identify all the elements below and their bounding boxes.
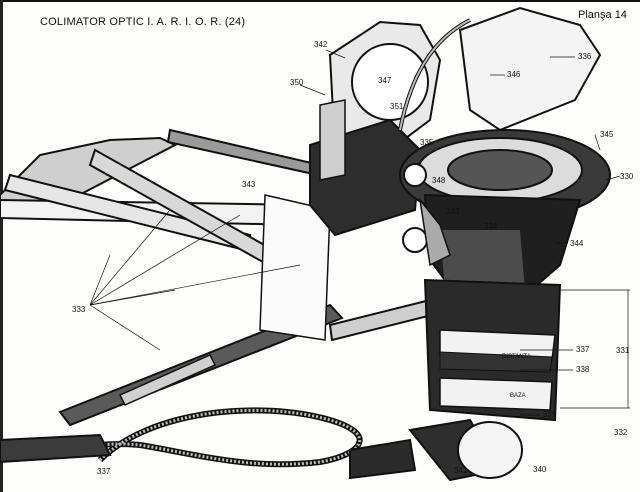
label-331: 331 — [616, 346, 630, 355]
label-335: 335 — [420, 138, 434, 147]
label-ticks — [299, 49, 630, 416]
plate-number: Planşa 14 — [578, 9, 627, 21]
frame-bars — [0, 128, 434, 427]
label-343-left: 343 — [242, 180, 256, 189]
label-348: 348 — [432, 176, 446, 185]
label-337-right: 337 — [576, 345, 590, 354]
label-337-cable: 337 — [97, 467, 111, 476]
label-346: 346 — [507, 70, 521, 79]
optic-head — [309, 6, 611, 301]
label-340: 340 — [533, 465, 547, 474]
label-339: 339 — [543, 410, 557, 419]
label-338: 338 — [576, 365, 590, 374]
base-scale-text: BAZA — [510, 393, 526, 399]
label-344: 344 — [570, 239, 584, 248]
label-341: 341 — [454, 466, 468, 475]
label-342: 342 — [314, 40, 328, 49]
label-350: 350 — [290, 78, 304, 87]
label-330: 330 — [620, 172, 634, 181]
label-343-right: 343 — [446, 207, 460, 216]
page-top-border — [0, 0, 640, 2]
distance-scale-text: DISTANTA — [502, 354, 531, 360]
page-left-border — [0, 0, 3, 492]
label-332: 332 — [614, 428, 628, 437]
cable — [0, 18, 471, 480]
label-336: 336 — [578, 52, 592, 61]
label-351: 351 — [390, 102, 404, 111]
distance-base-drums — [408, 278, 562, 482]
label-345: 345 — [600, 130, 614, 139]
label-347: 347 — [378, 76, 392, 85]
label-333: 333 — [72, 305, 86, 314]
label-334: 334 — [484, 222, 498, 231]
plate-title: COLIMATOR OPTIC I. A. R. I. O. R. (24) — [40, 16, 246, 28]
leader-lines-333 — [89, 209, 301, 351]
